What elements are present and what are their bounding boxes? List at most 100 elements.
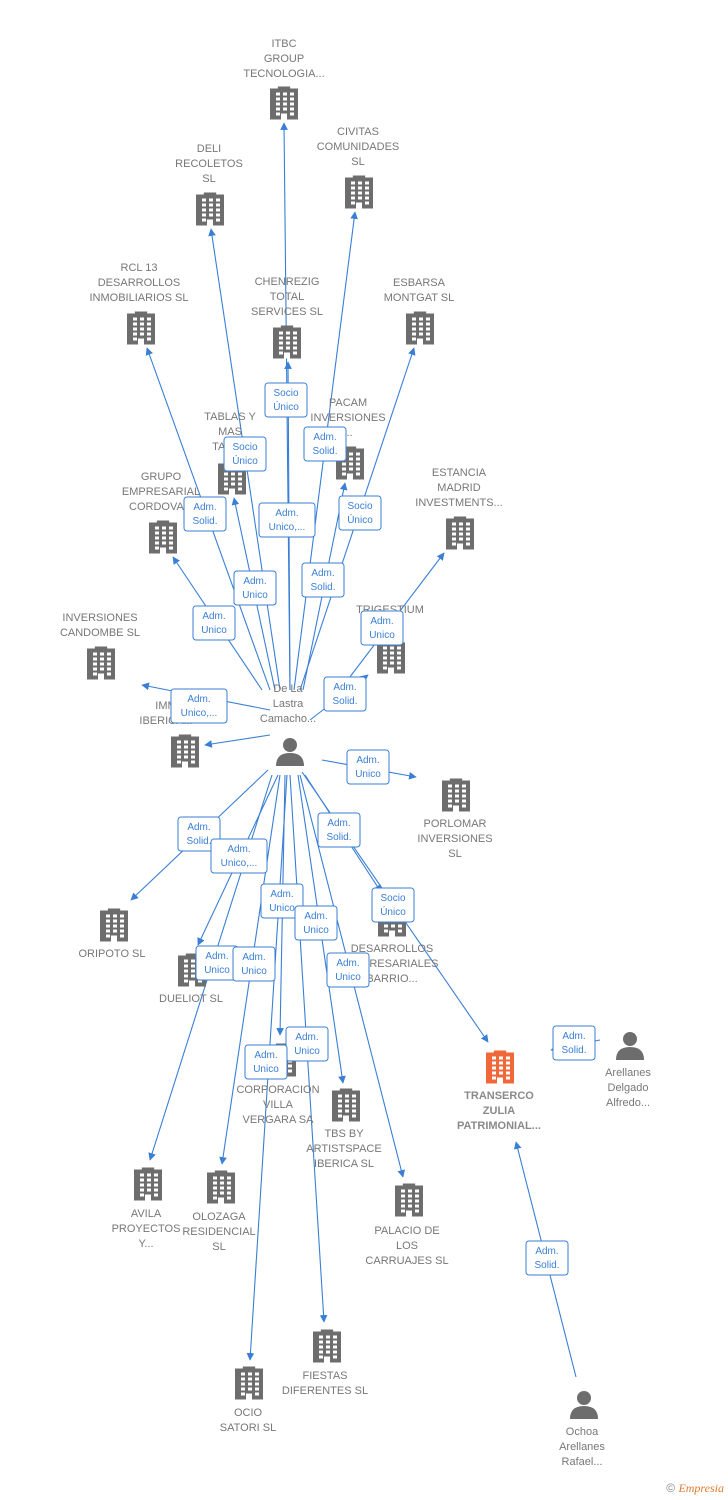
edge-label-oripoto[interactable]: Adm.Solid. [177,816,221,852]
node-avila[interactable]: AVILAPROYECTOSY... [112,1167,181,1251]
node-transerco[interactable]: TRANSERCOZULIAPATRIMONIAL... [457,1050,541,1133]
node-label-line: AVILA [131,1208,162,1220]
node-dueliot[interactable]: DUELIOT SL [159,953,223,1006]
node-center-person[interactable]: De LaLastraCamacho... [260,683,316,766]
node-label-line: INMOBILIARIOS SL [89,292,188,304]
edge-label-candombe[interactable]: Adm.Unico [192,605,236,641]
node-label-line: ARTISTSPACE [306,1143,381,1155]
edge-label-avila[interactable]: Adm.Unico [195,945,239,981]
edge-label-line: Adm. [205,951,228,962]
node-label-line: ZULIA [483,1105,515,1117]
edge-label-line: Socio [232,442,257,453]
node-label-line: OLOZAGA [192,1211,246,1223]
edge-label-box [260,883,304,919]
edge-label-box [232,946,276,982]
edge-label-line: Unico [253,1064,279,1075]
node-oripoto[interactable]: ORIPOTO SL [78,908,146,961]
node-label-line: TOTAL [270,291,304,303]
edge-label-olozaga[interactable]: Adm.Unico [232,946,276,982]
node-label-line: RECOLETOS [175,158,243,170]
edge-label-box [317,812,361,848]
edge-label-trigestium[interactable]: Adm.Solid. [323,676,367,712]
node-label-line: Y... [138,1238,153,1250]
edge-labels-layer: SocioÚnicoSocioÚnicoSocioÚnicoAdm.UnicoA… [170,382,596,1276]
edge-label-box [285,1026,329,1062]
edge-label-line: Único [380,905,406,918]
edge-label-esbarsa[interactable]: Adm.Solid. [303,426,347,462]
node-label-line: Lastra [273,698,304,710]
node-label-line: Arellanes [559,1441,605,1453]
edge-label-line: Adm. [187,822,210,833]
edge-label-imm[interactable]: Adm.Unico,... [170,688,228,724]
node-ochoa[interactable]: OchoaArellanesRafael... [559,1391,605,1468]
edge-label-line: Adm. [193,502,216,513]
person-icon [616,1032,644,1060]
edge-label-box [233,570,277,606]
node-arellanes[interactable]: ArellanesDelgadoAlfredo... [605,1032,651,1109]
edge-label-palacio[interactable]: Adm.Unico [326,952,370,988]
edge-label-ochoa[interactable]: Adm.Solid. [525,1240,569,1276]
edge-label-desarrollos[interactable]: Adm.Solid. [317,812,361,848]
edge-label-estancia[interactable]: Adm.Unico [360,610,404,646]
edge-label-line: Unico,... [269,522,306,533]
edge-label-line: Unico [294,1046,320,1057]
edge-label-line: Adm. [243,576,266,587]
edge-label-box [360,610,404,646]
edge-label-box [326,952,370,988]
edge-label-corporacion[interactable]: Adm.Unico [260,883,304,919]
edge-label-arellanes[interactable]: Adm.Solid. [552,1025,596,1061]
edge-label-line: Solid. [561,1045,586,1056]
edge-label-box [303,426,347,462]
edge-label-box [338,495,382,531]
edge-label-ocio[interactable]: Adm.Unico [244,1044,288,1080]
node-label-line: PALACIO DE [374,1225,439,1237]
building-icon [395,1183,423,1217]
node-label-line: PORLOMAR [424,818,487,830]
node-estancia[interactable]: ESTANCIAMADRIDINVESTMENTS... [415,467,503,550]
node-label-line: ITBC [271,38,296,50]
brand-logo[interactable]: Empresia [678,1481,724,1495]
edge-center-imm[interactable] [204,734,271,748]
node-label-line: MONTGAT SL [384,292,455,304]
node-label-line: TECNOLOGIA... [243,68,324,80]
edge-label-dueliot[interactable]: Adm.Unico,... [210,838,268,874]
edge-label-pacam[interactable]: Adm.Solid. [301,562,345,598]
edge-label-box [294,905,338,941]
edge-label-grupo[interactable]: Adm.Solid. [183,496,227,532]
building-icon [235,1366,263,1400]
node-itbc[interactable]: ITBCGROUPTECNOLOGIA... [243,38,325,120]
edge-label-line: Unico,... [221,858,258,869]
edge-label-box [264,382,308,418]
edge-label-tablas[interactable]: Adm.Unico [233,570,277,606]
edge-label-line: Solid. [326,832,351,843]
copyright-symbol: © [666,1481,676,1495]
edge-label-chenrezig[interactable]: Adm.Unico,... [258,502,316,538]
edge-label-porlomar[interactable]: Adm.Unico [346,749,390,785]
building-icon [345,175,373,209]
building-icon [273,325,301,359]
node-label-line: CHENREZIG [255,276,320,288]
building-icon [486,1050,514,1084]
node-grupo[interactable]: GRUPOEMPRESARIALCORDOVA... [122,471,200,554]
building-icon [270,86,298,120]
building-icon [196,192,224,226]
edge-label-fiestas[interactable]: Adm.Unico [285,1026,329,1062]
edge-label-tbs[interactable]: Adm.Unico [294,905,338,941]
node-label-line: VILLA [263,1099,294,1111]
